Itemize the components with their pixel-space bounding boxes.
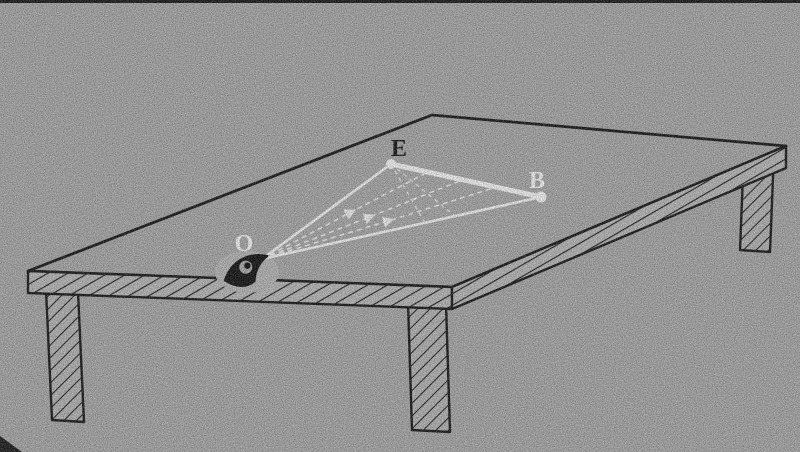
paper-grain-light	[0, 0, 800, 452]
table-sightline-diagram: O E B	[0, 0, 800, 452]
figure-canvas: O E B	[0, 0, 800, 452]
